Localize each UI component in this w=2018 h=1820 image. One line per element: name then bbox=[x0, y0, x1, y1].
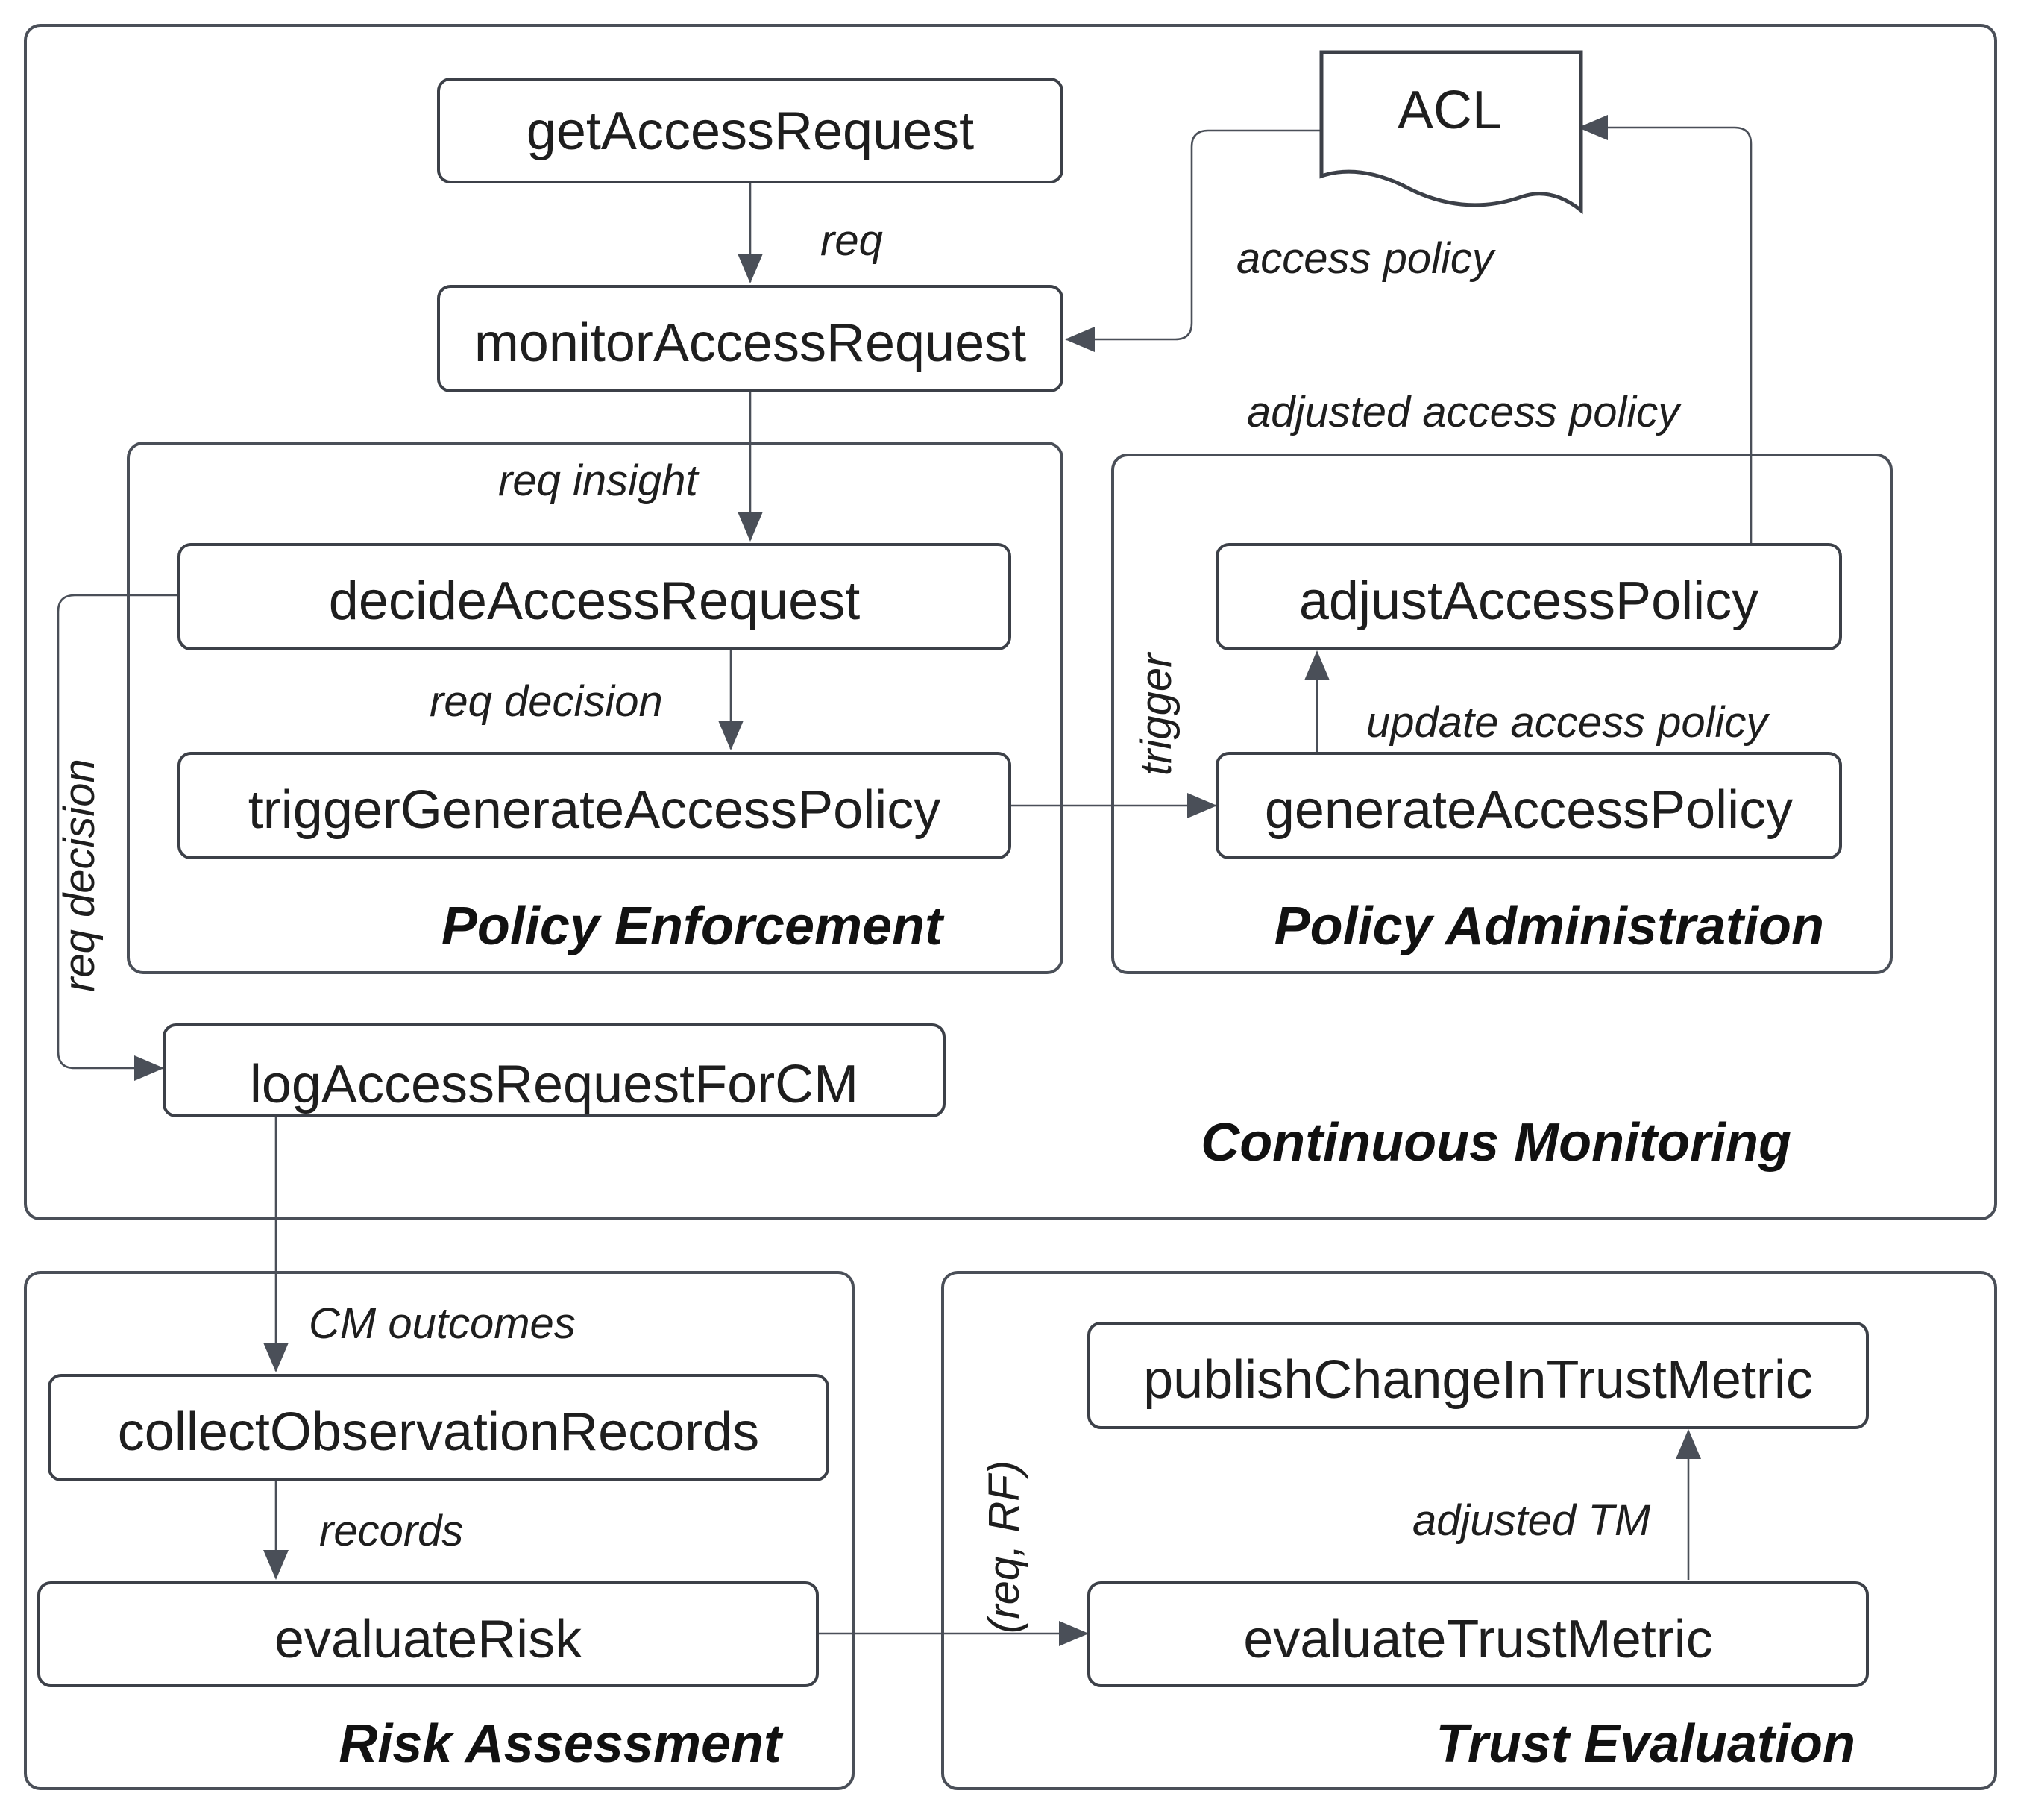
edge-label-adjusted-tm: adjusted TM bbox=[1412, 1496, 1651, 1545]
node-generate-access-policy-label: generateAccessPolicy bbox=[1265, 780, 1793, 840]
node-get-access-request-label: getAccessRequest bbox=[526, 101, 974, 161]
edge-label-trigger: trigger bbox=[1132, 651, 1181, 776]
node-adjust-access-policy[interactable]: adjustAccessPolicy bbox=[1216, 543, 1842, 650]
node-decide-access-request-label: decideAccessRequest bbox=[329, 571, 860, 631]
group-label-continuous-monitoring: Continuous Monitoring bbox=[1201, 1113, 1791, 1173]
edge-adjust-to-acl bbox=[1578, 115, 1753, 543]
node-collect-observation-records-label: collectObservationRecords bbox=[118, 1402, 759, 1462]
group-label-trust-evaluation: Trust Evaluation bbox=[1436, 1714, 1855, 1774]
policy-enforcement-container bbox=[127, 442, 1063, 974]
policy-administration-container bbox=[1111, 454, 1893, 974]
node-publish-change-in-trust-metric[interactable]: publishChangeInTrustMetric bbox=[1087, 1322, 1869, 1429]
node-evaluate-trust-metric[interactable]: evaluateTrustMetric bbox=[1087, 1581, 1869, 1687]
node-evaluate-trust-metric-label: evaluateTrustMetric bbox=[1243, 1610, 1713, 1669]
edge-label-cm-outcomes: CM outcomes bbox=[309, 1299, 576, 1348]
node-trigger-generate-access-policy-label: triggerGenerateAccessPolicy bbox=[248, 780, 940, 840]
node-adjust-access-policy-label: adjustAccessPolicy bbox=[1299, 571, 1758, 631]
continuous-monitoring-container bbox=[24, 24, 1997, 1220]
node-generate-access-policy[interactable]: generateAccessPolicy bbox=[1216, 752, 1842, 859]
node-publish-change-in-trust-metric-label: publishChangeInTrustMetric bbox=[1143, 1350, 1813, 1410]
edge-label-adjusted-access-policy: adjusted access policy bbox=[1247, 388, 1682, 436]
node-decide-access-request[interactable]: decideAccessRequest bbox=[177, 543, 1011, 650]
acl-label: ACL bbox=[1398, 81, 1502, 140]
edge-label-req-decision-inner: req decision bbox=[430, 677, 663, 726]
node-get-access-request[interactable]: getAccessRequest bbox=[437, 78, 1063, 183]
edge-decide-to-log bbox=[57, 594, 177, 1081]
node-monitor-access-request[interactable]: monitorAccessRequest bbox=[437, 285, 1063, 392]
group-label-policy-administration: Policy Administration bbox=[1274, 897, 1824, 956]
edge-label-req-decision-side: req decision bbox=[55, 759, 104, 992]
edge-label-update-access-policy: update access policy bbox=[1366, 698, 1770, 747]
group-label-risk-assessment: Risk Assessment bbox=[339, 1714, 784, 1774]
node-collect-observation-records[interactable]: collectObservationRecords bbox=[48, 1374, 829, 1481]
node-trigger-generate-access-policy[interactable]: triggerGenerateAccessPolicy bbox=[177, 752, 1011, 859]
edge-label-req-insight: req insight bbox=[498, 456, 700, 505]
edge-label-req-rf: (req, RF) bbox=[980, 1460, 1028, 1634]
node-log-access-request-for-cm-label: logAccessRequestForCM bbox=[250, 1055, 858, 1114]
risk-assessment-container bbox=[24, 1271, 855, 1790]
trust-evaluation-container bbox=[941, 1271, 1997, 1790]
edge-label-records: records bbox=[319, 1507, 463, 1555]
acl-document[interactable]: ACL bbox=[1319, 50, 1583, 215]
group-label-policy-enforcement: Policy Enforcement bbox=[441, 897, 945, 956]
node-evaluate-risk[interactable]: evaluateRisk bbox=[37, 1581, 819, 1687]
edge-label-access-policy: access policy bbox=[1236, 234, 1496, 283]
node-log-access-request-for-cm[interactable]: logAccessRequestForCM bbox=[163, 1023, 946, 1117]
edge-acl-to-monitor bbox=[1065, 129, 1320, 352]
node-monitor-access-request-label: monitorAccessRequest bbox=[474, 313, 1026, 373]
node-evaluate-risk-label: evaluateRisk bbox=[274, 1610, 582, 1669]
edge-label-req: req bbox=[820, 216, 883, 265]
